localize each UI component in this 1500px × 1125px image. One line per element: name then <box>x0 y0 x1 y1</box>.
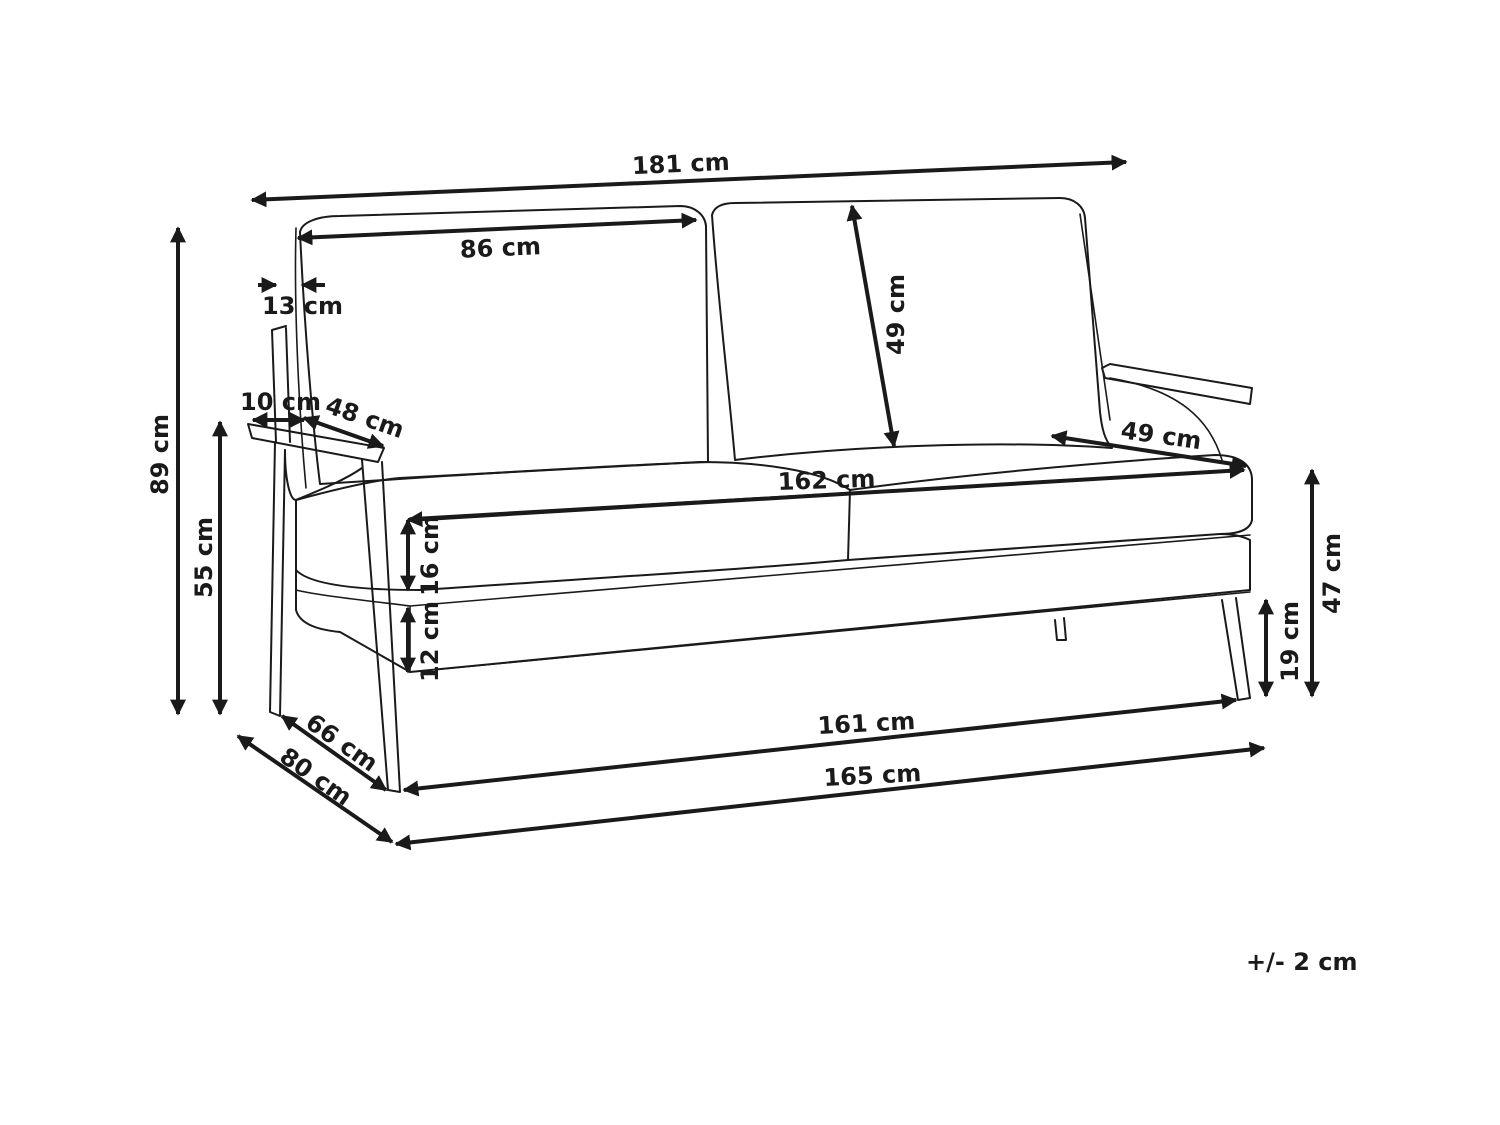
tolerance-note: +/- 2 cm <box>1246 948 1357 976</box>
dim-line-back-cushion-height <box>846 204 900 448</box>
label-armrest-width: 10 cm <box>240 388 321 416</box>
dimension-labels: 181 cm 86 cm 13 cm 89 cm 55 cm 10 cm 48 … <box>146 148 1346 812</box>
dim-line-leg-span-width <box>394 741 1266 851</box>
dim-line-seat-width <box>406 462 1246 528</box>
dim-line-armrest-length <box>302 415 385 449</box>
dim-line-seat-depth <box>1050 430 1248 472</box>
right-seat-cushion <box>847 454 1253 561</box>
label-leg-height: 19 cm <box>1276 601 1304 682</box>
label-leg-span-width: 165 cm <box>823 759 922 792</box>
label-backrest-width: 86 cm <box>459 232 541 264</box>
dim-line-total-depth <box>236 734 394 844</box>
left-seat-cushion <box>295 461 851 591</box>
label-frame-depth: 13 cm <box>262 292 343 320</box>
right-back-cushion <box>711 197 1113 461</box>
right-armrest <box>1101 363 1253 405</box>
label-armrest-length: 48 cm <box>322 391 408 444</box>
dim-line-backrest-width <box>296 212 698 246</box>
label-base-width: 161 cm <box>817 707 916 740</box>
label-seat-width: 162 cm <box>777 465 876 496</box>
label-seat-height: 47 cm <box>1318 533 1346 614</box>
label-cushion-thickness: 16 cm <box>416 515 444 596</box>
label-base-thickness: 12 cm <box>416 601 444 682</box>
label-back-cushion-height: 49 cm <box>882 274 910 355</box>
sofa-drawing <box>247 197 1253 793</box>
dim-line-total-width <box>250 154 1128 208</box>
right-leg <box>1221 597 1251 701</box>
dimension-lines <box>170 154 1320 851</box>
label-armrest-height: 55 cm <box>190 517 218 598</box>
label-total-height: 89 cm <box>146 414 174 495</box>
label-total-width: 181 cm <box>631 148 730 180</box>
